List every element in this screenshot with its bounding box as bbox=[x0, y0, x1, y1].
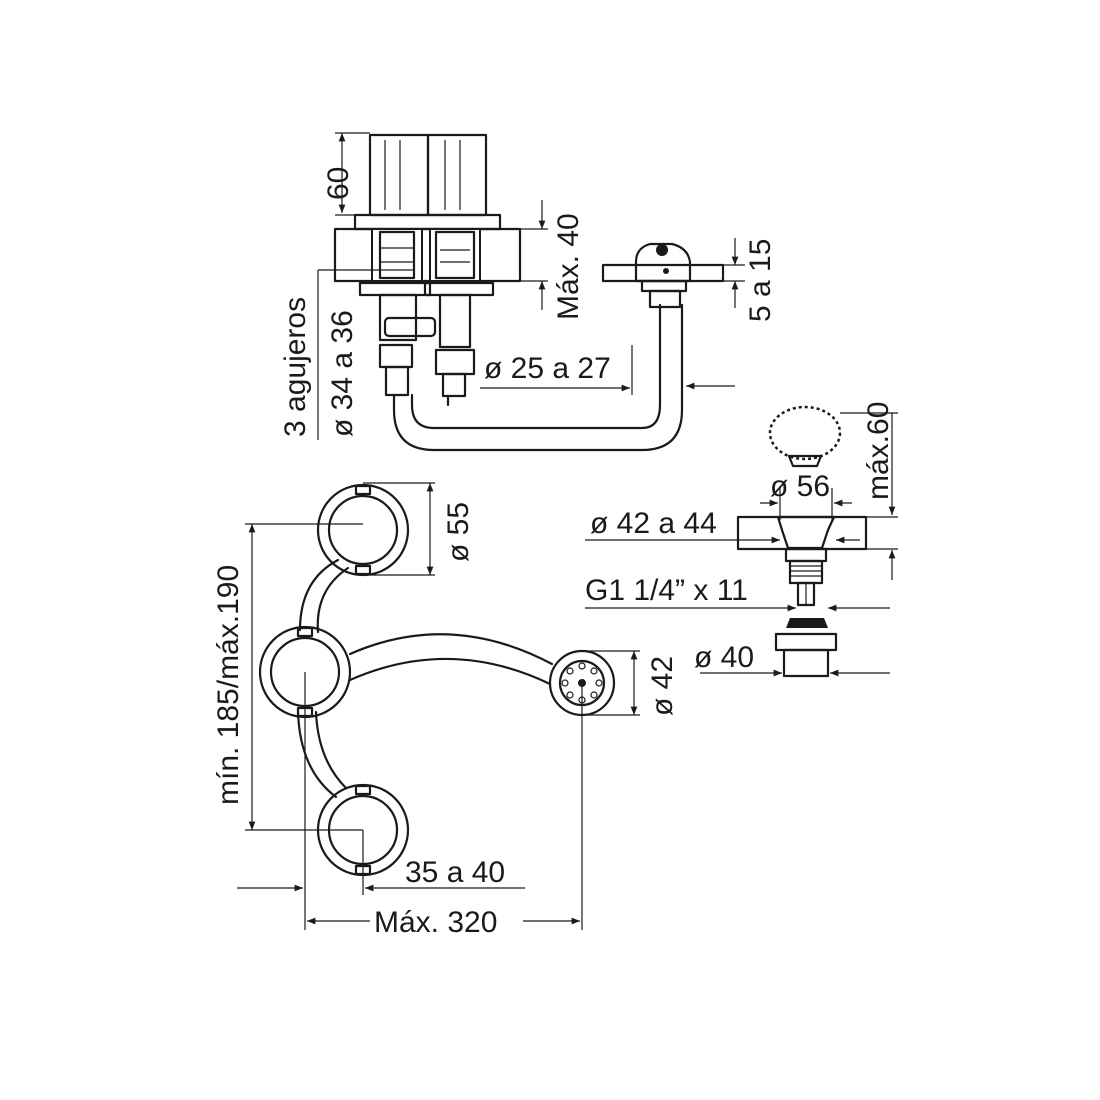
dim-drain-hole: ø 42 a 44 bbox=[590, 507, 717, 540]
dim-height-60: 60 bbox=[322, 167, 355, 200]
drain-basin-section bbox=[736, 515, 868, 551]
handle-left bbox=[368, 133, 430, 217]
drain-detail bbox=[736, 405, 868, 678]
side-view-mixer bbox=[333, 133, 684, 452]
dim-spout-42: ø 42 bbox=[646, 656, 679, 716]
handle-right bbox=[426, 133, 488, 217]
drain-chain-icon bbox=[768, 405, 842, 461]
dim-holes-count: 3 agujeros bbox=[279, 297, 312, 437]
dim-thread: G1 1/4” x 11 bbox=[585, 574, 748, 607]
dim-drain-40: ø 40 bbox=[694, 641, 754, 674]
drain-stopper bbox=[787, 454, 823, 468]
side-view-spout bbox=[601, 242, 725, 309]
drain-nut bbox=[774, 632, 838, 652]
connector-pipe-lower bbox=[296, 710, 338, 799]
dim-max-40: Máx. 40 bbox=[552, 213, 585, 320]
dim-pipe-diameter: ø 25 a 27 bbox=[484, 352, 611, 385]
connector-pipe-upper bbox=[298, 558, 340, 632]
deck-section bbox=[333, 227, 522, 283]
drain-washer bbox=[786, 618, 828, 628]
dim-holes-diameter: ø 34 a 36 bbox=[326, 310, 359, 437]
knob-top bbox=[316, 483, 410, 577]
spout-head bbox=[634, 242, 692, 283]
dim-max-60: máx.60 bbox=[862, 402, 895, 500]
dim-deck-range: 5 a 15 bbox=[744, 239, 777, 322]
top-view-dimensions: ø 55 ø 42 mín. 185/máx.190 35 a 40 Máx. … bbox=[212, 482, 679, 939]
supply-pipe bbox=[392, 303, 684, 452]
dim-max-320: Máx. 320 bbox=[374, 906, 497, 939]
dim-knob-55: ø 55 bbox=[442, 502, 475, 562]
drain-dimensions: máx.60 ø 56 ø 42 a 44 G1 1/4” x 11 ø 40 bbox=[585, 402, 898, 677]
mixer-base-plate bbox=[353, 213, 502, 231]
dim-spacing-vertical: mín. 185/máx.190 bbox=[212, 565, 245, 805]
dim-offset: 35 a 40 bbox=[405, 856, 505, 889]
top-view bbox=[258, 483, 616, 877]
spout-deck-section bbox=[601, 263, 725, 283]
side-view-dimensions: 60 Máx. 40 3 agujeros ø 34 a 36 ø 25 a 2… bbox=[279, 132, 777, 440]
dim-drain-56: ø 56 bbox=[770, 470, 830, 503]
connector-pipe-spout bbox=[348, 633, 554, 666]
